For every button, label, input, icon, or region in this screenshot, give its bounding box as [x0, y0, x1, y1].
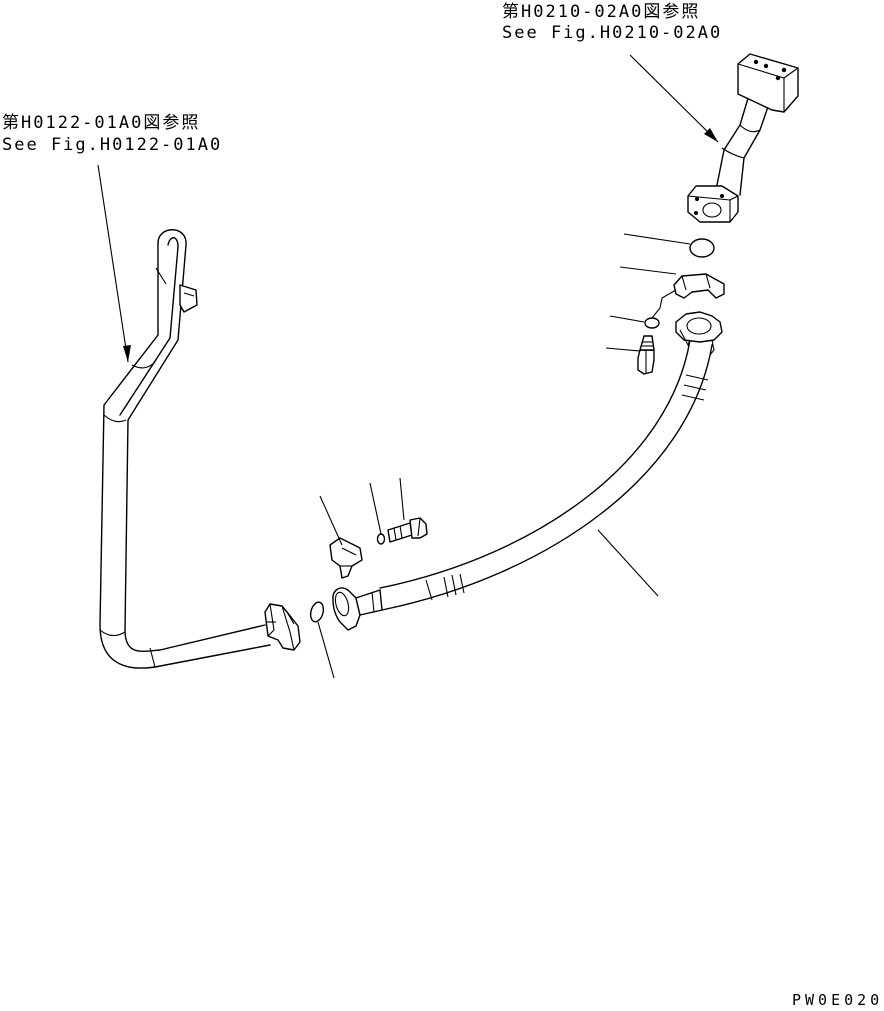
drawing-code: PW0E020: [792, 991, 884, 1009]
upper-pipe: [715, 84, 773, 196]
washer-right: [644, 317, 660, 329]
ref-top-right-jp: 第H0210-02A0図参照: [502, 2, 701, 22]
left-tube-nut: [264, 603, 301, 651]
hose-fitting-right: [675, 311, 723, 356]
split-flange-left: [329, 537, 363, 579]
hose: [379, 339, 713, 611]
upper-block: [737, 53, 799, 113]
ref-top-left-en: See Fig.H0122-01A0: [2, 135, 223, 155]
o-ring-left: [309, 601, 325, 623]
ref-top-right-en: See Fig.H0210-02A0: [502, 23, 723, 43]
lower-flange-block: [687, 185, 739, 223]
o-ring-right: [689, 238, 715, 258]
leader-lines: [97, 54, 719, 679]
split-flange-right: [673, 273, 725, 299]
ref-top-left-jp: 第H0122-01A0図参照: [2, 113, 201, 133]
washer-left: [376, 533, 386, 545]
hose-fitting-left: [332, 587, 383, 631]
bolt-right: [637, 335, 655, 375]
left-tube: [99, 229, 271, 669]
bolt-left: [387, 517, 428, 543]
